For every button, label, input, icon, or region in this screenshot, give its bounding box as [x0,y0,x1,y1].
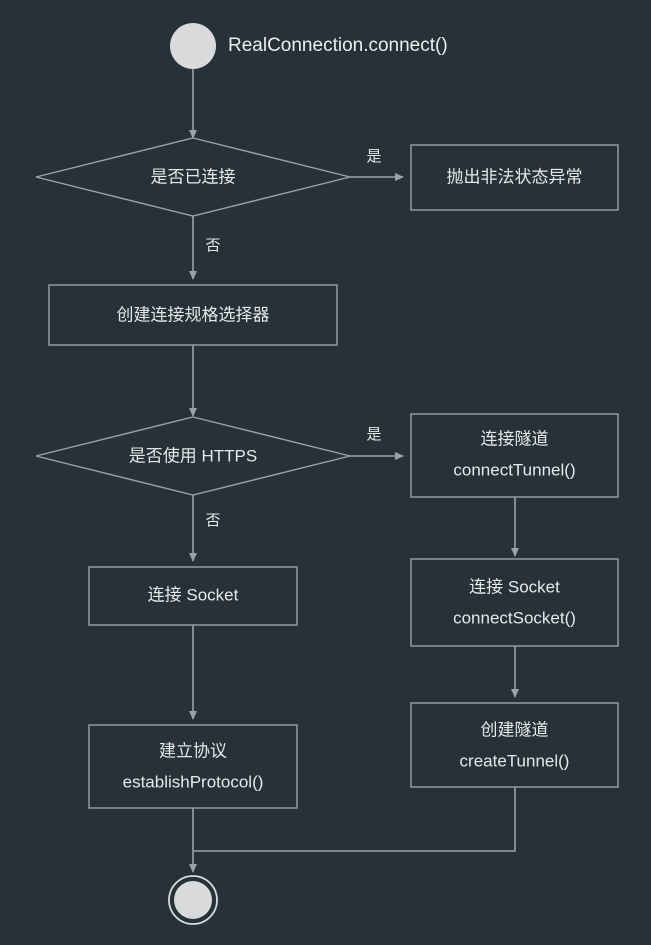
edge-labels-group: 是 否 是 否 [205,148,381,529]
process-create-conn-spec-selector-label: 创建连接规格选择器 [117,305,270,324]
edge-create-tunnel-to-end [194,787,516,852]
process-connect-tunnel[interactable]: 连接隧道 connectTunnel() [410,413,619,498]
process-throw-illegal-state[interactable]: 抛出非法状态异常 [410,144,619,211]
start-node-label: RealConnection.connect() [228,35,448,56]
edge-label-https-no: 否 [205,512,220,529]
process-connect-socket-right-label-line2: connectSocket() [453,608,576,627]
start-node[interactable]: RealConnection.connect() [170,23,448,69]
edge-label-https-yes: 是 [366,426,381,443]
process-box-shape [48,284,338,346]
edge-label-is-connected-yes: 是 [366,148,381,165]
edge-label-is-connected-no: 否 [205,237,220,254]
process-box-shape [410,413,619,498]
end-circle-outer-ring-icon [168,875,218,925]
end-node[interactable] [168,875,218,925]
process-box-shape [88,724,298,809]
start-circle-icon [170,23,216,69]
process-connect-tunnel-label-line2: connectTunnel() [453,460,575,479]
decision-diamond-shape [35,137,351,217]
process-connect-socket-left[interactable]: 连接 Socket [88,566,298,626]
process-connect-socket-left-label: 连接 Socket [148,585,239,604]
process-create-tunnel-label-line2: createTunnel() [460,751,570,770]
edges-group [189,69,519,873]
decision-is-connected[interactable]: 是否已连接 [35,137,351,217]
decision-is-connected-label: 是否已连接 [151,167,236,186]
process-box-shape [410,558,619,647]
process-establish-protocol[interactable]: 建立协议 establishProtocol() [88,724,298,809]
decision-use-https-label: 是否使用 HTTPS [129,445,257,465]
process-create-tunnel[interactable]: 创建隧道 createTunnel() [410,702,619,788]
process-connect-socket-right-label-line1: 连接 Socket [469,577,560,596]
process-box-shape [88,566,298,626]
process-connect-socket-right[interactable]: 连接 Socket connectSocket() [410,558,619,647]
process-establish-protocol-label-line1: 建立协议 [159,741,227,760]
process-create-conn-spec-selector[interactable]: 创建连接规格选择器 [48,284,338,346]
decision-use-https[interactable]: 是否使用 HTTPS [35,416,351,496]
process-create-tunnel-label-line1: 创建隧道 [481,720,549,739]
process-throw-illegal-state-label: 抛出非法状态异常 [447,167,583,186]
process-box-shape [410,702,619,788]
process-establish-protocol-label-line2: establishProtocol() [123,772,264,791]
decision-diamond-shape [35,416,351,496]
process-box-shape [410,144,619,211]
end-circle-inner-icon [174,881,212,919]
process-connect-tunnel-label-line1: 连接隧道 [481,429,549,448]
